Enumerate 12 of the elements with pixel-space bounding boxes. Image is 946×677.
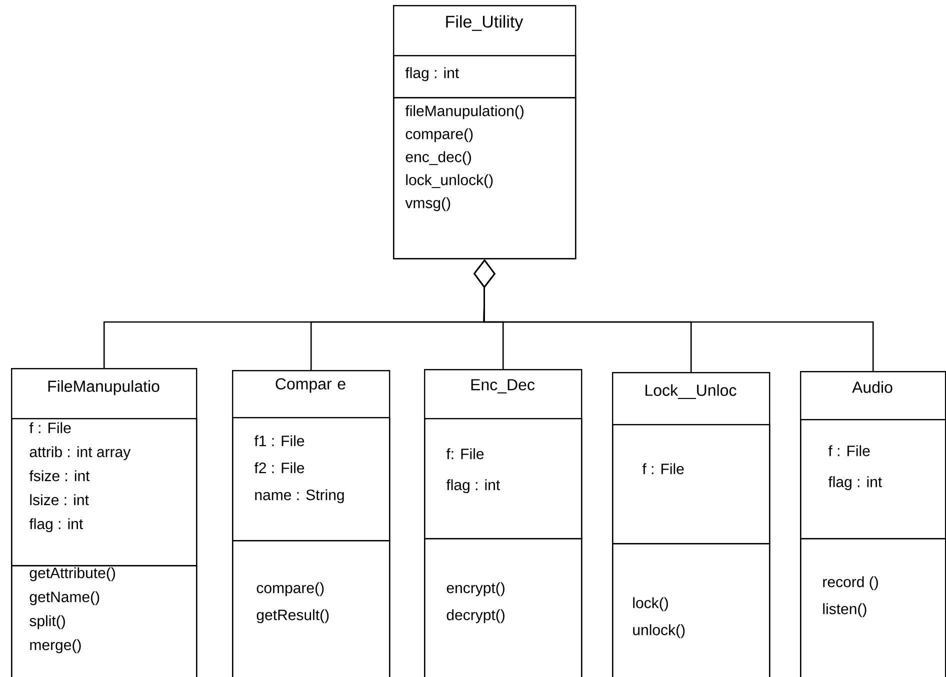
method-compartment: encrypt() decrypt() bbox=[424, 538, 582, 677]
attribute-compartment: f: File flag : int bbox=[424, 418, 582, 540]
method-compartment: getAttribute() getName() split() merge() bbox=[11, 565, 198, 677]
method-compartment: compare() getResult() bbox=[232, 540, 390, 677]
method-compartment: lock() unlock() bbox=[612, 543, 770, 677]
attribute-compartment: f : File attrib : int array fsize : int lsize : int flag : int bbox=[11, 418, 198, 566]
attribute-compartment: f1 : File f2 : File name : String bbox=[232, 417, 390, 542]
method-compartment: fileManupulation() compare() enc_dec() lock_unlock() vmsg() bbox=[393, 97, 576, 260]
attribute-compartment: f : File bbox=[612, 424, 770, 544]
attribute-compartment: f : File flag : int bbox=[800, 419, 946, 540]
method-compartment: record () listen() bbox=[800, 538, 946, 677]
attribute-compartment: flag : int bbox=[393, 55, 576, 98]
